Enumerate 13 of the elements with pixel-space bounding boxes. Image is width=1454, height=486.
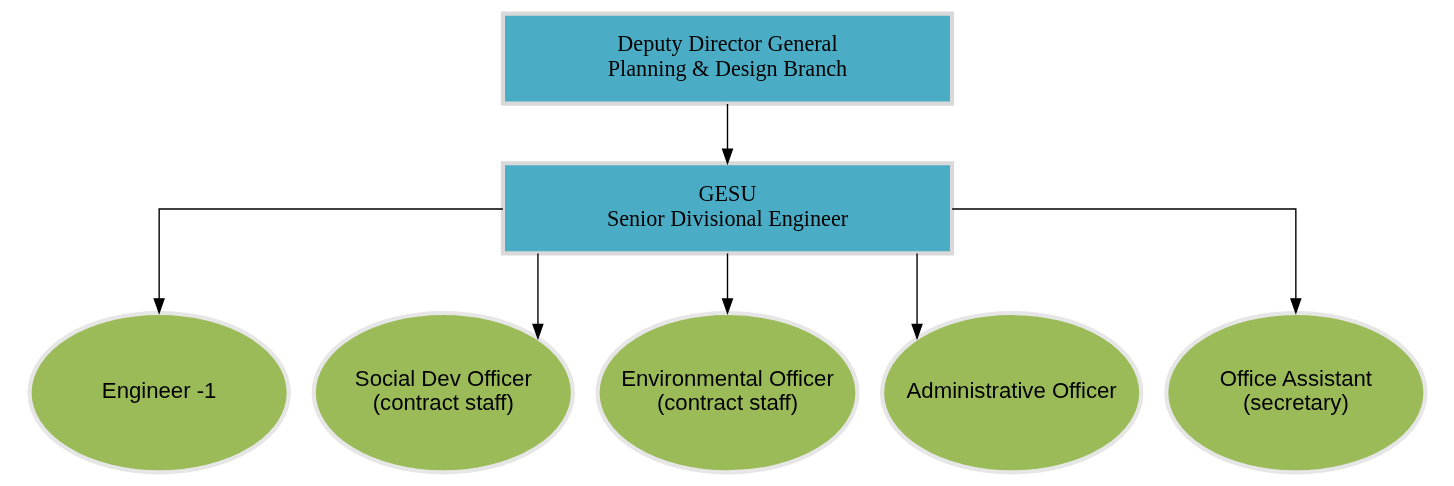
arrow <box>152 208 504 315</box>
node-box: GESU Senior Divisional Engineer <box>500 161 954 256</box>
arrow <box>910 252 923 341</box>
arrow <box>721 252 733 315</box>
node-ellipse: Environmental Officer (contract staff) <box>594 310 860 475</box>
node-ellipse: Office Assistant (secretary) <box>1163 310 1428 475</box>
node-ellipse: Administrative Officer <box>879 310 1143 475</box>
arrow <box>950 208 1302 315</box>
arrow <box>531 252 544 341</box>
node-ellipse: Social Dev Officer (contract staff) <box>311 310 575 475</box>
node-box: Deputy Director General Planning & Design Branch <box>500 11 954 106</box>
node-ellipse: Engineer -1 <box>26 310 291 475</box>
arrow <box>721 103 733 166</box>
